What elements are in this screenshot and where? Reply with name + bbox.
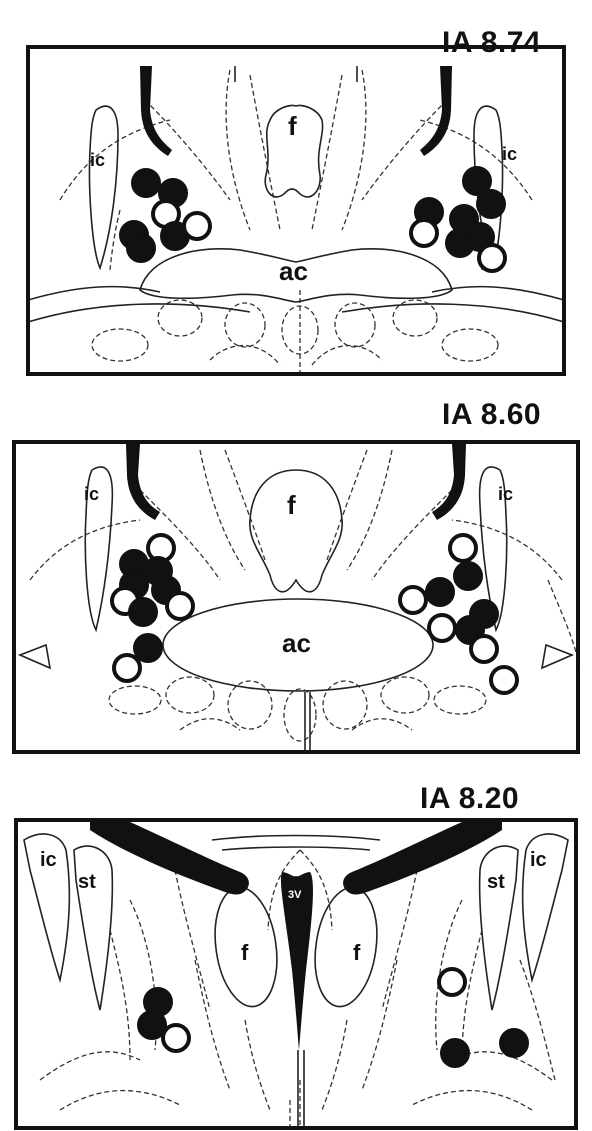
panel-title-ia-860: IA 8.60	[442, 398, 541, 432]
site-filled	[478, 191, 504, 217]
label-fornix-left: f	[241, 940, 249, 965]
site-open	[167, 593, 193, 619]
site-open	[429, 615, 455, 641]
site-filled	[130, 599, 156, 625]
label-ic-right: ic	[530, 849, 547, 871]
site-filled	[133, 170, 159, 196]
site-filled	[501, 1030, 527, 1056]
site-filled	[455, 563, 481, 589]
site-filled	[128, 235, 154, 261]
label-anterior-commissure: ac	[282, 628, 311, 658]
site-open	[163, 1025, 189, 1051]
site-filled	[427, 579, 453, 605]
site-open	[471, 636, 497, 662]
label-fornix: f	[287, 490, 296, 520]
label-ic-right: ic	[502, 144, 517, 164]
label-fornix: f	[288, 111, 297, 141]
site-open	[439, 969, 465, 995]
site-open	[184, 213, 210, 239]
brain-section-ia-820: ic st ic st f f 3V	[0, 810, 592, 1130]
brain-section-ia-874: ic ic f ac	[0, 0, 592, 390]
label-third-ventricle: 3V	[288, 889, 302, 901]
site-filled	[442, 1040, 468, 1066]
brain-section-ia-860: ic ic f ac	[0, 430, 592, 760]
site-open	[114, 655, 140, 681]
site-open	[411, 220, 437, 246]
label-ic-left: ic	[84, 484, 99, 504]
site-open	[479, 245, 505, 271]
label-ic-left: ic	[40, 849, 57, 871]
label-ic-left: ic	[90, 150, 105, 170]
label-st-left: st	[78, 871, 96, 893]
site-open	[491, 667, 517, 693]
site-filled	[135, 635, 161, 661]
site-open	[400, 587, 426, 613]
label-anterior-commissure: ac	[279, 256, 308, 286]
label-st-right: st	[487, 871, 505, 893]
site-filled	[139, 1012, 165, 1038]
site-open	[450, 535, 476, 561]
label-ic-right: ic	[498, 484, 513, 504]
label-fornix-right: f	[353, 940, 361, 965]
